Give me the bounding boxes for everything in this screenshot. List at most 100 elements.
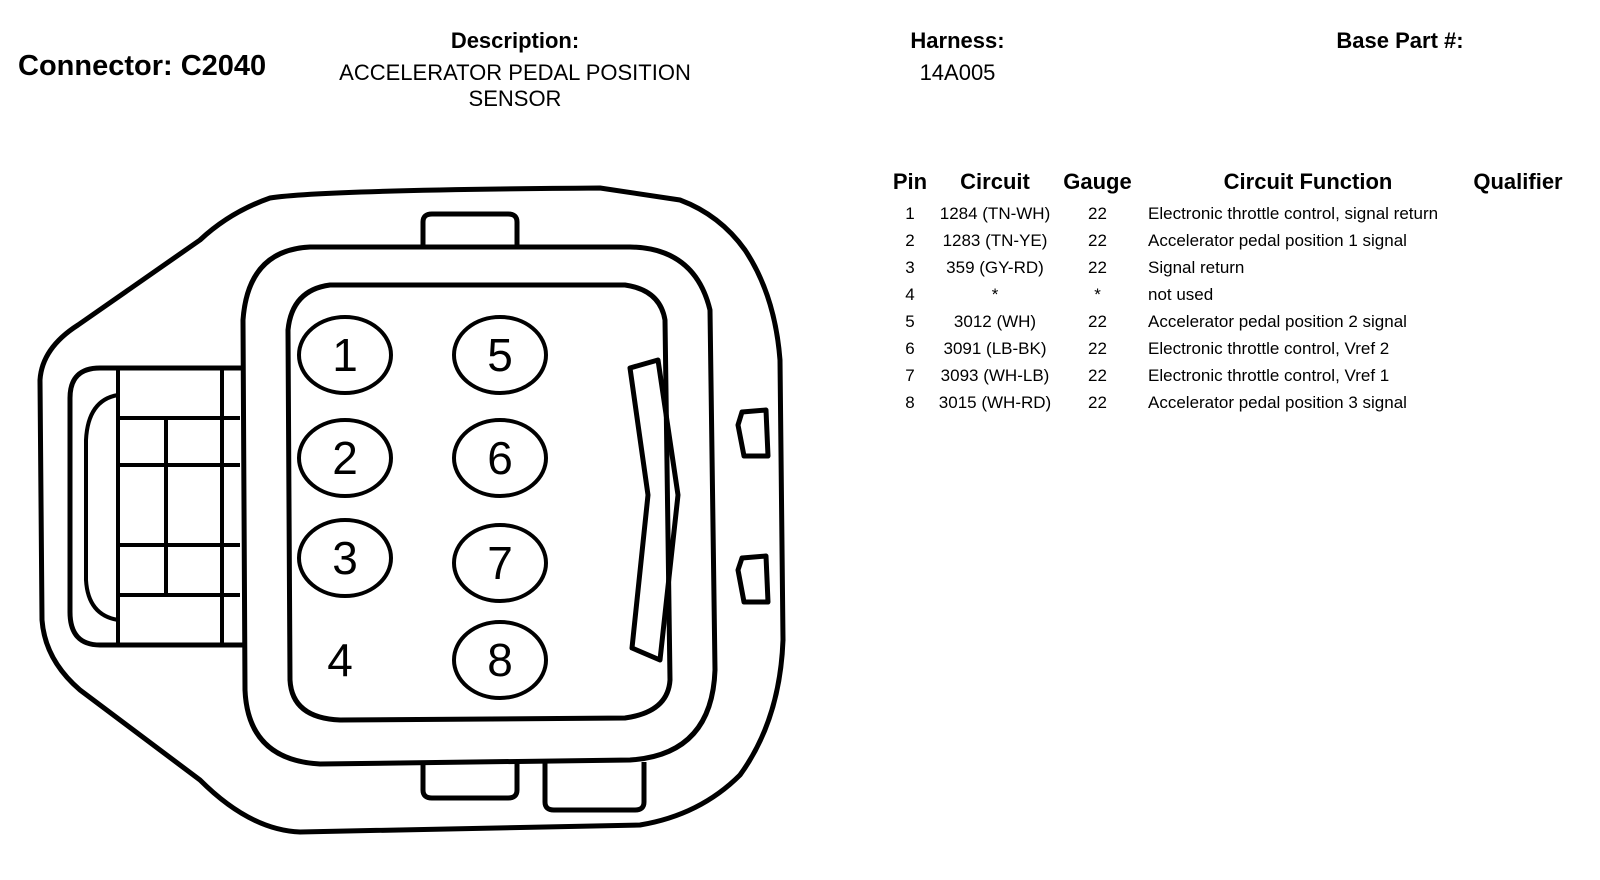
cell-gauge: 22 — [1088, 311, 1107, 331]
base-part-block: Base Part #: — [1300, 28, 1500, 54]
cell-pin: 2 — [905, 230, 915, 250]
cell-function: Electronic throttle control, Vref 1 — [1148, 365, 1390, 385]
cell-qualifier — [1468, 308, 1568, 335]
base-part-label: Base Part #: — [1336, 28, 1464, 53]
harness-label: Harness: — [910, 28, 1005, 53]
cell-function: Accelerator pedal position 3 signal — [1148, 392, 1407, 412]
cell-circuit: * — [991, 284, 999, 304]
pin-layer: 1 2 3 4 5 6 7 8 — [297, 315, 548, 700]
cell-circuit: 3012 (WH) — [953, 311, 1037, 331]
pin-4: 4 — [327, 634, 353, 686]
pin-label: 6 — [487, 432, 513, 484]
cell-pin: 5 — [905, 311, 915, 331]
cell-circuit: 1284 (TN-WH) — [939, 203, 1051, 223]
header-gauge: Gauge — [1063, 169, 1132, 194]
cell-function: Signal return — [1148, 257, 1245, 277]
cell-pin: 6 — [905, 338, 915, 358]
side-clip-bottom — [735, 553, 771, 605]
cell-gauge: 22 — [1088, 392, 1107, 412]
pin-5: 5 — [452, 315, 548, 395]
cell-function: Electronic throttle control, Vref 2 — [1148, 338, 1390, 358]
cell-circuit: 3091 (LB-BK) — [943, 338, 1047, 358]
connector-title: Connector: C2040 — [18, 50, 267, 82]
connector-seal — [240, 244, 718, 767]
cell-gauge: 22 — [1088, 338, 1107, 358]
cell-qualifier — [1468, 389, 1568, 416]
table-row: 7 3093 (WH-LB) 22 Electronic throttle co… — [885, 362, 1568, 389]
cell-pin: 3 — [905, 257, 915, 277]
pin-1: 1 — [297, 315, 393, 395]
table-row: 3 359 (GY-RD) 22 Signal return — [885, 254, 1568, 281]
pin-label: 3 — [332, 532, 358, 584]
pin-circle — [297, 518, 393, 598]
pinout-table: Pin Circuit Gauge Circuit Function Quali… — [885, 168, 1568, 416]
bottom-tab-left — [420, 762, 520, 801]
side-clip-top — [735, 407, 771, 459]
cell-qualifier — [1468, 281, 1568, 308]
cell-function: not used — [1148, 284, 1214, 304]
cell-circuit: 3015 (WH-RD) — [938, 392, 1052, 412]
description-line-1: ACCELERATOR PEDAL POSITION — [339, 60, 691, 85]
cell-circuit: 3093 (WH-LB) — [940, 365, 1050, 385]
pin-cavity — [285, 282, 673, 723]
pin-2: 2 — [297, 418, 393, 498]
pin-circle — [452, 620, 548, 700]
cell-gauge: 22 — [1088, 203, 1107, 223]
connector-housing-outer — [37, 185, 786, 835]
key-ridge — [627, 357, 681, 663]
latch-frame — [67, 365, 245, 648]
cell-pin: 1 — [905, 203, 915, 223]
pin-label: 8 — [487, 634, 513, 686]
pin-label: 4 — [327, 634, 353, 686]
cell-circuit: 359 (GY-RD) — [946, 257, 1044, 277]
pin-label: 7 — [487, 537, 513, 589]
cell-function: Accelerator pedal position 1 signal — [1148, 230, 1407, 250]
pinout-header-row: Pin Circuit Gauge Circuit Function Quali… — [885, 168, 1568, 200]
header-pin: Pin — [892, 169, 928, 194]
description-value: ACCELERATOR PEDAL POSITION SENSOR — [320, 60, 710, 112]
cell-gauge: * — [1094, 284, 1101, 304]
table-row: 5 3012 (WH) 22 Accelerator pedal positio… — [885, 308, 1568, 335]
pin-label: 5 — [487, 329, 513, 381]
pin-circle — [452, 315, 548, 395]
description-label: Description: — [450, 28, 580, 53]
cell-gauge: 22 — [1088, 257, 1107, 277]
cell-pin: 4 — [905, 284, 915, 304]
description-block: Description: ACCELERATOR PEDAL POSITION … — [320, 28, 710, 112]
cell-circuit: 1283 (TN-YE) — [942, 230, 1048, 250]
pin-label: 1 — [332, 329, 358, 381]
cell-qualifier — [1468, 227, 1568, 254]
cell-gauge: 22 — [1088, 365, 1107, 385]
table-row: 1 1284 (TN-WH) 22 Electronic throttle co… — [885, 200, 1568, 227]
cell-qualifier — [1468, 254, 1568, 281]
harness-value: 14A005 — [919, 60, 996, 85]
table-row: 6 3091 (LB-BK) 22 Electronic throttle co… — [885, 335, 1568, 362]
cell-qualifier — [1468, 335, 1568, 362]
header-qualifier: Qualifier — [1473, 169, 1563, 194]
pin-label: 2 — [332, 432, 358, 484]
pin-7: 7 — [452, 523, 548, 603]
table-row: 8 3015 (WH-RD) 22 Accelerator pedal posi… — [885, 389, 1568, 416]
header-function: Circuit Function — [1223, 169, 1393, 194]
cell-function: Accelerator pedal position 2 signal — [1148, 311, 1407, 331]
latch-inner-arc — [84, 393, 119, 622]
bottom-tab-right — [542, 762, 647, 813]
pin-6: 6 — [452, 418, 548, 498]
cell-gauge: 22 — [1088, 230, 1107, 250]
description-line-2: SENSOR — [468, 86, 562, 111]
table-row: 4 * * not used — [885, 281, 1568, 308]
header-circuit: Circuit — [960, 169, 1030, 194]
connector-diagram: 1 2 3 4 5 6 7 8 — [37, 185, 786, 835]
pin-3: 3 — [297, 518, 393, 598]
top-tab — [420, 211, 520, 248]
pin-circle — [297, 418, 393, 498]
pin-8: 8 — [452, 620, 548, 700]
table-row: 2 1283 (TN-YE) 22 Accelerator pedal posi… — [885, 227, 1568, 254]
cell-qualifier — [1468, 362, 1568, 389]
pin-circle — [452, 418, 548, 498]
cell-pin: 7 — [905, 365, 915, 385]
cell-function: Electronic throttle control, signal retu… — [1148, 203, 1439, 223]
cell-pin: 8 — [905, 392, 915, 412]
pin-circle — [452, 523, 548, 603]
pin-circle — [297, 315, 393, 395]
